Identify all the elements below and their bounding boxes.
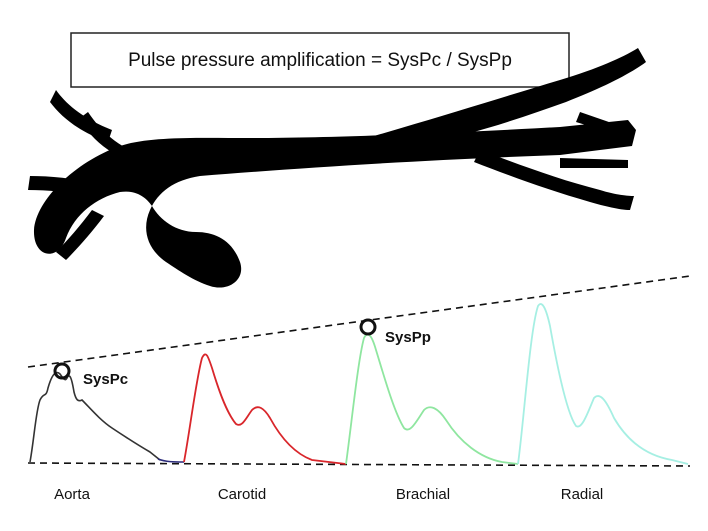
diastolic-baseline [27,462,691,467]
site-label-brachial: Brachial [396,486,450,503]
formula-frame [70,32,570,88]
twig-lower [560,158,628,168]
syspp-label: SysPp [385,329,431,346]
arterial-tree [28,48,646,288]
syspp-marker: SysPp [359,318,431,346]
waveforms [29,303,689,465]
arch-branch-left [28,176,96,196]
twig-upper [576,112,632,138]
syspc-label: SysPc [83,371,128,388]
subclavian-branch [360,48,646,152]
syspc-circle [53,362,71,380]
site-labels: Aorta Carotid Brachial Radial [54,486,603,503]
syspc-marker: SysPc [53,362,128,388]
aorta-waveform-tail [157,458,185,463]
arch-branch-low [56,210,104,260]
site-label-radial: Radial [561,486,604,503]
aorta-waveform [29,371,161,463]
syspp-circle [359,318,377,336]
formula-box: Pulse pressure amplification = SysPc / S… [70,32,570,88]
aortic-arch [33,120,637,288]
radial-waveform [517,303,689,465]
systolic-trend-line [27,275,691,368]
formula-text: Pulse pressure amplification = SysPc / S… [128,50,512,71]
carotid-waveform [183,353,347,465]
arch-branch-mid [80,112,126,156]
lower-branch [474,150,634,210]
site-label-aorta: Aorta [54,486,91,503]
site-label-carotid: Carotid [218,486,266,503]
brachial-waveform [345,333,519,465]
